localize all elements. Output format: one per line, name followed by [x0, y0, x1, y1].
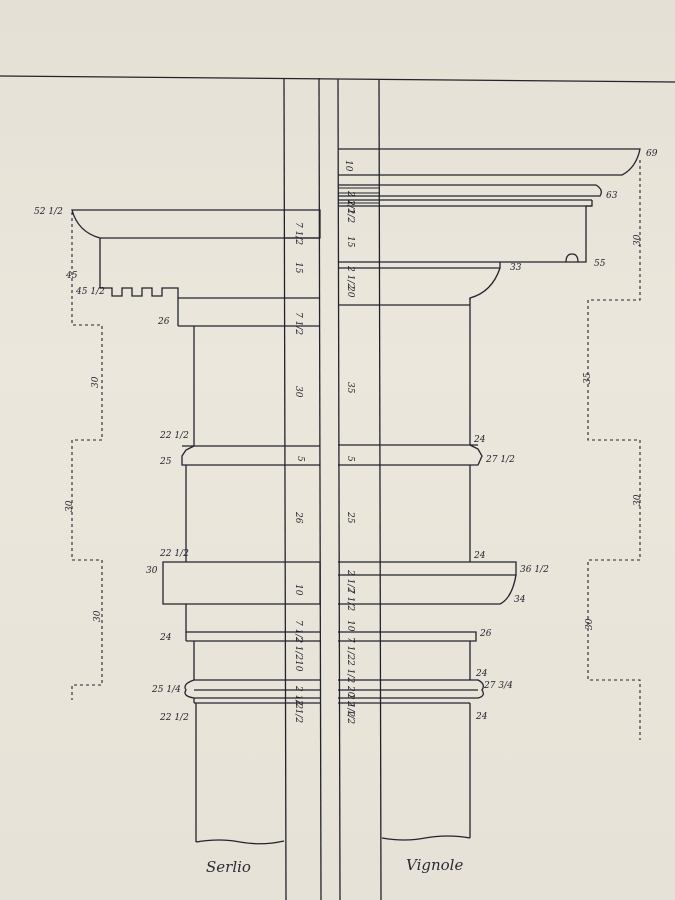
vignole-scale-label: 5: [345, 456, 355, 462]
serlio-scale-label: 30: [293, 386, 303, 398]
vignole-outer-label: 24: [473, 551, 486, 561]
vignole-scale-label: 10: [345, 620, 355, 632]
vignole-outer-label: 27 1/2: [485, 455, 515, 465]
vignole-scale-label: 2 1/2: [345, 199, 355, 223]
serlio-scale-label: 15: [293, 262, 303, 274]
serlio-profile-label: 30: [93, 610, 103, 622]
serlio-profile-label: 30: [91, 376, 101, 388]
vignole-scale-label: 2 1/2: [345, 569, 355, 593]
serlio-scale-label: 10: [293, 584, 303, 596]
vignole-outer-label: 24: [475, 669, 488, 679]
serlio-scale-label: 26: [293, 511, 303, 524]
vignole-profile-label: 30: [633, 234, 643, 246]
serlio-outer-label: 25 1/4: [151, 685, 181, 695]
vignole-scale-label: 20: [345, 685, 355, 698]
serlio-outer-label: 45: [65, 271, 78, 281]
vignole-profile-label: 30: [633, 494, 643, 506]
vignole-scale-label: 7 1/2: [345, 637, 355, 660]
vignole-scale-label: 20: [345, 285, 355, 298]
serlio-column: [71, 209, 321, 845]
vignole-outer-label: 33: [510, 263, 522, 273]
serlio-outer-label: 25: [159, 457, 172, 467]
vignole-outer-label: 36 1/2: [520, 565, 549, 575]
serlio-scale-label: 7 1/2: [293, 312, 303, 335]
vignole-outer-label: 27 3/4: [483, 681, 513, 691]
serlio-outer-label: 45 1/2: [75, 287, 105, 297]
serlio-scale-label: 7 1/2: [293, 620, 303, 643]
serlio-scale-label: 2 1/2: [293, 685, 303, 709]
vignole-profile-label: 35: [583, 372, 593, 384]
serlio-scale-label: 10: [293, 660, 303, 672]
vignole-outer-label: 69: [646, 149, 658, 159]
vignole-outer-label: 55: [594, 259, 606, 269]
vignole-scale-label: 15: [345, 236, 355, 248]
serlio-outer-label: 22 1/2: [159, 713, 189, 723]
vignole-scale-label: 2 1/2: [345, 265, 355, 289]
serlio-scale-label: 2 1/2: [293, 699, 303, 723]
serlio-caption: Serlio: [206, 858, 251, 876]
vignole-outer-label: 63: [606, 191, 618, 201]
vignole-column: [338, 148, 641, 841]
vignole-outer-label: 24: [475, 712, 488, 722]
serlio-outer-label: 24: [159, 633, 172, 643]
vignole-caption: Vignole: [406, 856, 464, 874]
vignole-scale-label: 10: [343, 160, 353, 172]
vignole-scale-label: 35: [345, 382, 355, 394]
serlio-dashed-profile: [71, 212, 103, 700]
vignole-outer-label: 26: [479, 629, 492, 639]
serlio-profile-label: 30: [65, 500, 75, 512]
top-border-line: [0, 75, 675, 83]
vignole-dashed-profile: [587, 160, 641, 740]
serlio-outer-label: 22 1/2: [159, 549, 189, 559]
serlio-outer-label: 26: [157, 317, 170, 327]
serlio-outer-label: 52 1/2: [34, 207, 63, 217]
vignole-scale-label: 2 1/2: [345, 700, 355, 724]
vignole-outer-label: 34: [514, 595, 526, 605]
serlio-outer-label: 30: [146, 566, 158, 576]
vignole-scale-label: 2 1/2: [345, 659, 355, 683]
serlio-outer-label: 22 1/2: [159, 431, 189, 441]
vignole-scale-label: 2 1/2: [345, 693, 355, 717]
scale-columns: [283, 77, 382, 900]
vignole-profile-label: 30: [585, 618, 595, 630]
vignole-scale-label: 7 1/2: [345, 588, 355, 611]
serlio-scale-label: 2 1/2: [293, 636, 303, 660]
vignole-scale-label: 25: [345, 511, 355, 524]
scale-divisions: [284, 187, 380, 704]
serlio-scale-label: 7 1/2: [293, 222, 303, 245]
serlio-scale-label: 5: [295, 456, 305, 462]
vignole-scale-label: 2 1/2: [345, 190, 355, 214]
vignole-outer-label: 24: [473, 435, 486, 445]
